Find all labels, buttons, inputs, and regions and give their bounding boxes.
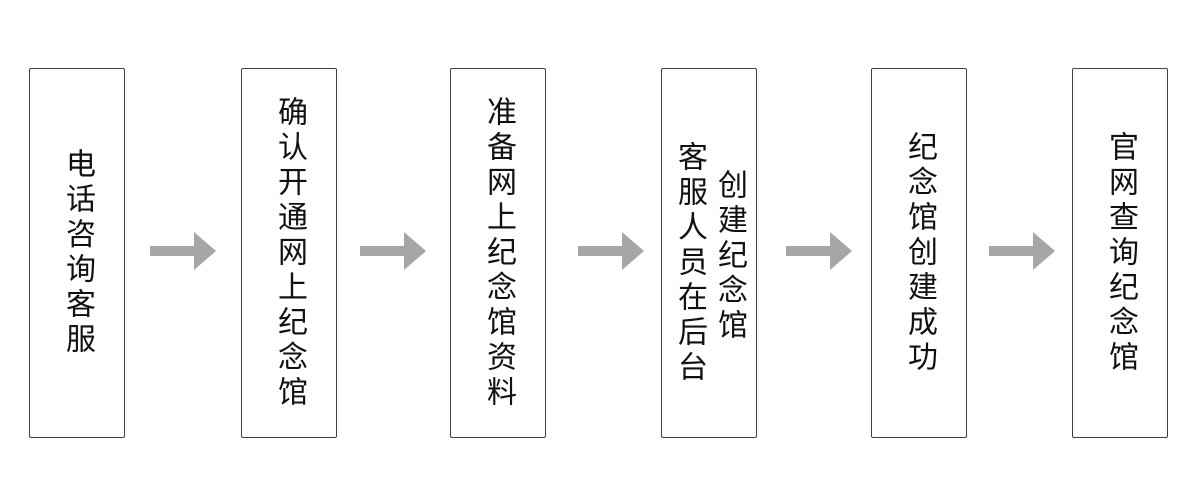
- step-label: 确认开通网上纪念馆: [272, 95, 307, 411]
- step-label: 电话咨询客服: [60, 148, 95, 358]
- step-confirm-open: 确认开通网上纪念馆: [241, 68, 337, 438]
- step-query-site: 官网查询纪念馆: [1072, 68, 1168, 438]
- arrow-right-icon: [786, 232, 852, 270]
- arrow-right-icon: [360, 232, 426, 270]
- step-prepare-materials: 准备网上纪念馆资料: [450, 68, 546, 438]
- step-label-continued: 创建纪念馆: [712, 169, 747, 344]
- step-label: 官网查询纪念馆: [1103, 130, 1138, 376]
- step-backend-create: 客服人员在后台 创建纪念馆: [661, 68, 757, 438]
- step-label: 准备网上纪念馆资料: [481, 95, 516, 411]
- step-label: 客服人员在后台: [672, 141, 707, 386]
- arrow-right-icon: [578, 232, 644, 270]
- arrow-right-icon: [989, 232, 1055, 270]
- step-phone-consult: 电话咨询客服: [29, 68, 125, 438]
- step-label: 纪念馆创建成功: [902, 130, 937, 376]
- step-created-success: 纪念馆创建成功: [871, 68, 967, 438]
- arrow-right-icon: [150, 232, 216, 270]
